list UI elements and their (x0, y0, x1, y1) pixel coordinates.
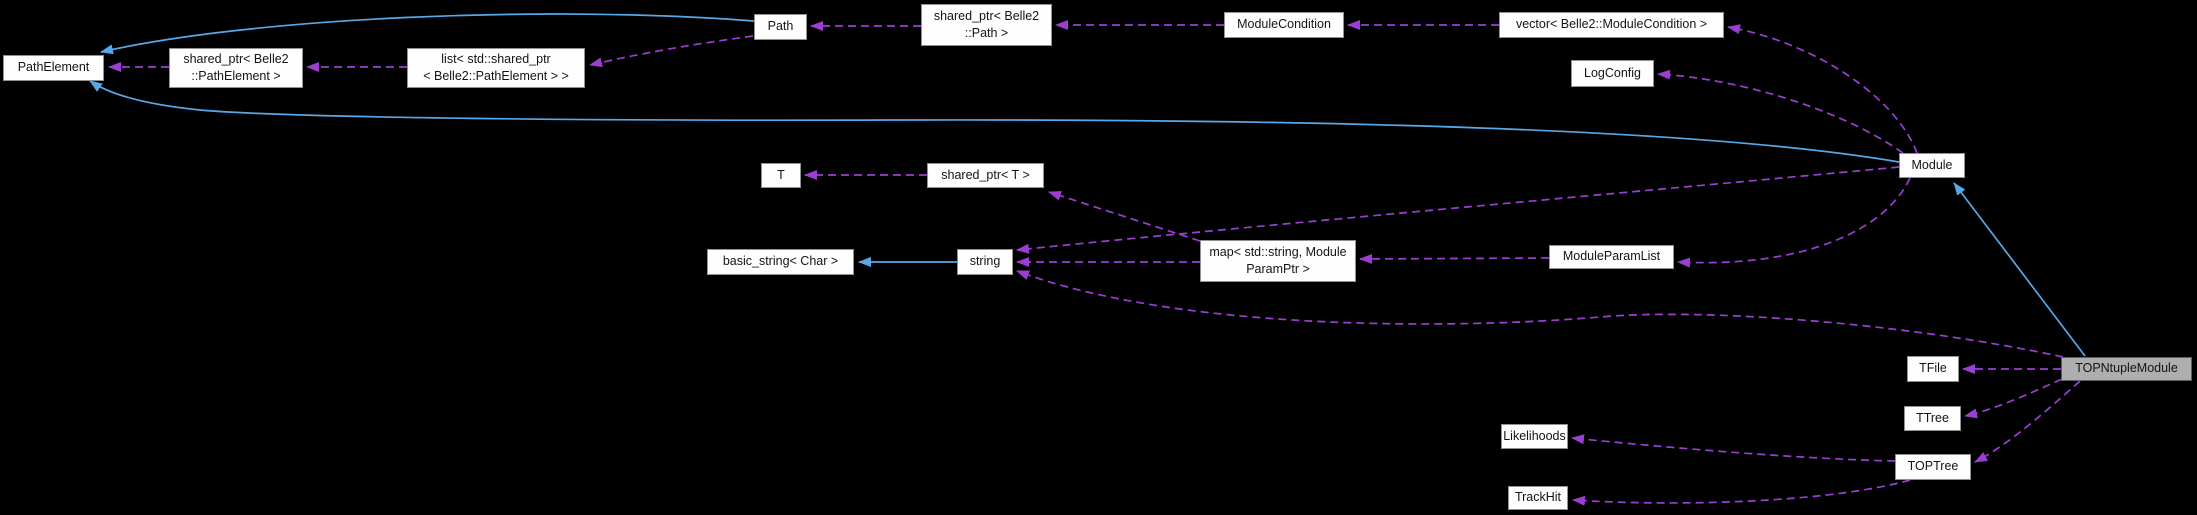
node-label: TFile (1919, 361, 1947, 376)
node-toptree[interactable]: TOPTree (1895, 454, 1971, 480)
node-tfile[interactable]: TFile (1907, 356, 1959, 382)
edge-module-to-logconfig (1657, 69, 1904, 154)
node-label: vector< Belle2::ModuleCondition > (1515, 17, 1708, 32)
edge-topntuplemodule-to-toptree (1974, 380, 2081, 463)
edge-module-to-pathelement (89, 80, 1900, 163)
node-label: Path (767, 19, 794, 34)
node-label: basic_string< Char > (722, 254, 839, 269)
node-label: shared_ptr< T > (941, 167, 1030, 182)
node-logconfig[interactable]: LogConfig (1571, 60, 1654, 87)
node-moduleparamlist[interactable]: ModuleParamList (1549, 245, 1674, 269)
node-label: ::PathElement > (191, 69, 281, 83)
edge-module-to-vector-modulecondition (1727, 24, 1918, 154)
node-shared-ptr-path[interactable]: shared_ptr< Belle2::Path > (921, 4, 1052, 46)
node-path[interactable]: Path (754, 14, 807, 40)
node-topntuplemodule: TOPNtupleModule (2061, 357, 2192, 381)
node-label: LogConfig (1584, 65, 1641, 80)
node-pathelement[interactable]: PathElement (3, 55, 104, 81)
node-label: Module (1911, 157, 1953, 172)
node-label: list< std::shared_ptr (441, 51, 551, 66)
node-list-shared-ptr[interactable]: list< std::shared_ptr< Belle2::PathEleme… (407, 48, 585, 88)
node-ttree[interactable]: TTree (1904, 406, 1961, 431)
node-label: string (969, 254, 1001, 269)
edge-toptree-to-trackhit (1572, 479, 1911, 506)
node-vector-modulecondition[interactable]: vector< Belle2::ModuleCondition > (1499, 12, 1724, 38)
edge-module-to-string (1016, 166, 1900, 254)
node-basic-string-char[interactable]: basic_string< Char > (707, 249, 854, 275)
edge-module-to-moduleparamlist (1677, 177, 1911, 268)
node-label: map< std::string, Module (1209, 244, 1347, 259)
node-label: TOPTree (1907, 459, 1959, 474)
node-label: Likelihoods (1503, 428, 1566, 443)
node-likelihoods[interactable]: Likelihoods (1501, 424, 1568, 449)
node-label: TOPNtupleModule (2075, 361, 2178, 376)
node-label: ::Path > (964, 26, 1009, 40)
node-label: T (777, 167, 785, 182)
edge-topntuplemodule-to-string (1016, 270, 2064, 358)
node-shared-ptr-t[interactable]: shared_ptr< T > (927, 163, 1044, 188)
edge-toptree-to-likelihoods (1571, 434, 1896, 462)
edge-topntuplemodule-to-module (1953, 182, 2086, 357)
node-label: ModuleCondition (1237, 17, 1331, 32)
node-label: shared_ptr< Belle2 (183, 51, 289, 66)
node-module[interactable]: Module (1899, 153, 1965, 178)
node-t[interactable]: T (761, 163, 801, 188)
node-string[interactable]: string (957, 249, 1013, 275)
edge-path-to-pathelement (100, 13, 755, 55)
node-label: PathElement (17, 60, 90, 75)
node-label: shared_ptr< Belle2 (933, 8, 1040, 23)
node-modulecondition[interactable]: ModuleCondition (1224, 12, 1344, 38)
node-shared-ptr-pathelement[interactable]: shared_ptr< Belle2::PathElement > (169, 48, 303, 88)
edge-moduleparamlist-to-map-string-moduleparamptr (1359, 253, 1550, 264)
node-label: TrackHit (1514, 490, 1562, 505)
edge-map-string-moduleparamptr-to-shared-ptr-t (1048, 190, 1201, 242)
edge-topntuplemodule-to-ttree (1964, 378, 2063, 419)
node-label: TTree (1916, 410, 1949, 425)
edge-path-to-list-shared-ptr (589, 35, 754, 68)
node-label: ParamPtr > (1246, 262, 1310, 276)
node-label: ModuleParamList (1562, 249, 1661, 264)
node-trackhit[interactable]: TrackHit (1508, 486, 1568, 510)
node-label: < Belle2::PathElement > > (423, 69, 569, 83)
